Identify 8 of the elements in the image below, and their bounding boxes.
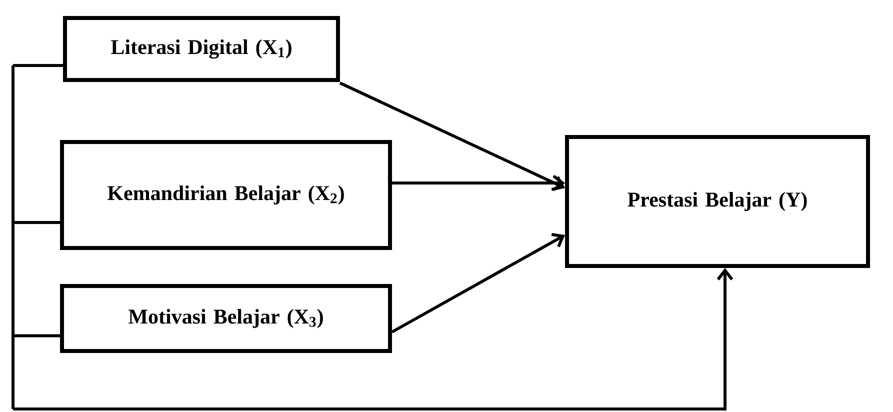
variable-box: Motivasi Belajar (X$_{3}$): [60, 284, 392, 353]
variable-box: Literasi Digital (X$_{1}$): [63, 16, 340, 82]
variable-box: Prestasi Belajar (Y): [565, 135, 870, 268]
variable-box: Kemandirian Belajar (X$_{2}$): [60, 140, 392, 250]
arrow: [392, 174, 565, 192]
arrow: [339, 82, 565, 191]
arrow: [391, 233, 566, 334]
arrow: [12, 64, 734, 410]
